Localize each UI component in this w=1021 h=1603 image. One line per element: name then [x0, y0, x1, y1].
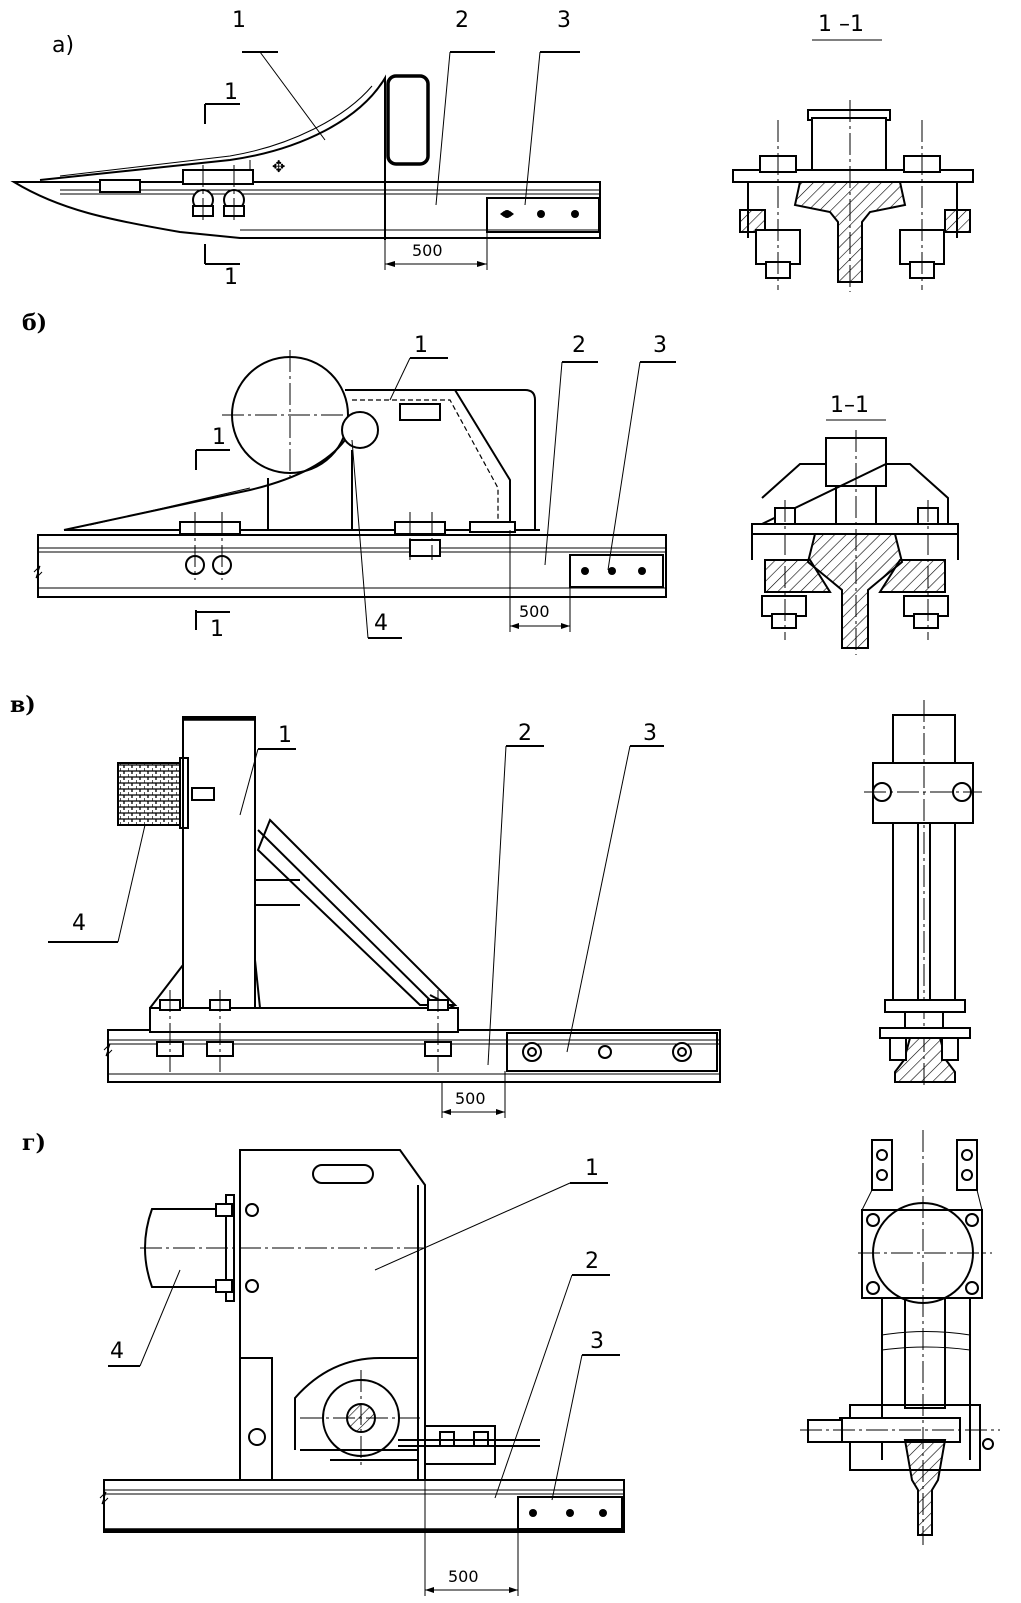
view-a-section-mark-bottom: 1	[224, 265, 238, 290]
view-a-section-1-1: 1 –1	[732, 12, 974, 292]
view-b-section-mark-bottom: 1	[210, 617, 224, 642]
view-a-callout-2: 2	[455, 8, 469, 33]
view-v-letter: в)	[10, 692, 36, 718]
view-v-callouts: 1 2 3 4	[48, 721, 664, 1066]
view-v-dimension-label: 500	[455, 1089, 486, 1108]
view-g-callout-2: 2	[585, 1249, 599, 1274]
view-v: в)	[10, 692, 982, 1118]
view-a-letter: а)	[52, 33, 74, 58]
view-g-dimension: 500	[424, 1480, 519, 1596]
view-b-joint	[569, 554, 664, 588]
view-v-rail	[103, 1029, 721, 1083]
view-a-section-marks: 1 1	[204, 80, 240, 290]
view-b-dimension: 500	[509, 530, 571, 632]
view-g-callouts: 1 2 3 4	[108, 1156, 620, 1501]
view-a-callout-1: 1	[232, 8, 246, 33]
view-g-rail	[99, 1479, 625, 1533]
svg-text:✥: ✥	[272, 157, 285, 176]
view-a-callouts: 1 2 3	[232, 8, 580, 206]
view-v-buffer	[117, 762, 181, 826]
view-a-joint	[486, 197, 600, 233]
view-a: а) ✥	[10, 8, 974, 292]
view-g-callout-3: 3	[590, 1329, 604, 1354]
view-g-callout-1: 1	[585, 1156, 599, 1181]
view-b: б)	[22, 310, 959, 655]
view-b-callout-1: 1	[414, 333, 428, 358]
view-b-dimension-label: 500	[519, 602, 550, 621]
view-v-joint	[506, 1032, 718, 1072]
view-v-bolts	[156, 990, 452, 1072]
view-a-callout-3: 3	[557, 8, 571, 33]
view-g-dimension-label: 500	[448, 1567, 479, 1586]
view-b-letter: б)	[22, 310, 47, 336]
view-a-section-mark-top: 1	[224, 80, 238, 105]
view-b-callout-3: 3	[653, 333, 667, 358]
view-g-joint	[517, 1496, 623, 1530]
view-b-section-title: 1–1	[830, 393, 869, 418]
view-b-callout-4: 4	[374, 611, 388, 636]
view-g-stand	[239, 1149, 540, 1481]
view-b-bolts	[179, 512, 446, 580]
view-a-dimension: 500	[384, 232, 488, 270]
view-v-stand	[117, 716, 459, 1033]
view-v-callout-3: 3	[643, 721, 657, 746]
view-v-callout-1: 1	[278, 723, 292, 748]
view-v-dimension: 500	[441, 1071, 506, 1118]
view-v-side	[864, 700, 982, 1085]
view-a-shoe: ✥	[39, 74, 430, 240]
view-b-shoe	[63, 350, 540, 533]
view-v-callout-4: 4	[72, 911, 86, 936]
view-b-section-mark-top: 1	[212, 425, 226, 450]
view-a-dimension-label: 500	[412, 241, 443, 260]
view-a-bolts	[182, 165, 254, 222]
view-b-rail	[33, 534, 667, 598]
view-b-section-1-1: 1–1	[751, 393, 959, 655]
view-b-callouts: 1 2 3 4	[351, 333, 676, 639]
view-g-callout-4: 4	[110, 1339, 124, 1364]
view-g-letter: г)	[22, 1130, 46, 1156]
view-b-callout-2: 2	[572, 333, 586, 358]
view-v-callout-2: 2	[518, 721, 532, 746]
view-a-section-title: 1 –1	[818, 12, 864, 37]
view-b-section-marks: 1 1	[195, 425, 230, 642]
view-g: г)	[22, 1130, 1000, 1596]
view-a-rail	[10, 181, 601, 239]
view-g-side	[800, 1130, 1000, 1545]
view-g-motor	[140, 1194, 430, 1302]
